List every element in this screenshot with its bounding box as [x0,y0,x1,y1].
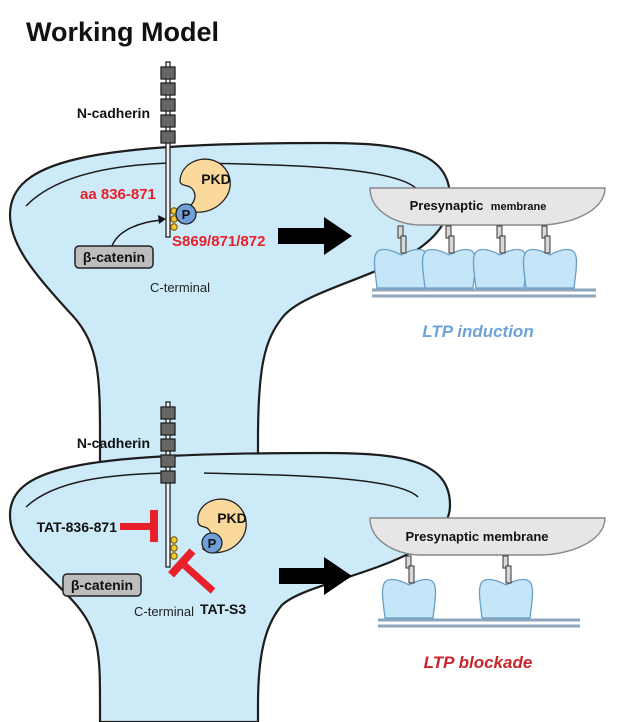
top-ncadherin-label: N-cadherin [77,105,150,121]
top-pkd-label: PKD [201,171,231,187]
bottom-spine-inner-membrane [25,472,419,508]
bottom-phosphosite-dots [170,536,178,560]
bottom-phospho-icon [201,532,223,554]
bottom-outcome-arrow [279,557,352,595]
bottom-pkd-shape [197,498,247,554]
top-outcome-arrow [278,217,352,255]
bottom-c-terminal-label: C-terminal [134,604,194,619]
top-sites-label: S869/871/872 [172,233,265,250]
top-binding-arrowhead [158,215,166,224]
bottom-beta-catenin-box [62,573,142,597]
figure-title: Working Model [26,17,219,47]
top-presynaptic-label-main: Presynaptic [410,198,484,213]
top-phospho-label: P [182,207,191,222]
top-panel: N-cadherin PKD P aa 836-871 S869/871/872… [8,61,606,472]
bottom-beta-catenin-label: β-catenin [71,577,133,593]
top-presynaptic-label: Presynaptic membrane [410,197,547,214]
top-outcome-label: LTP induction [422,322,533,341]
inhibitor-1-label: TAT-836-871 [37,519,118,535]
top-spine-inner-membrane [25,162,419,207]
top-pkd-shape [179,158,231,213]
bottom-ncadherin-label: N-cadherin [77,435,150,451]
bottom-phospho-label: P [208,536,217,551]
bottom-presynaptic-terminal [369,517,606,556]
bottom-pkd-label: PKD [217,510,247,526]
top-region-label: aa 836-871 [80,186,156,203]
top-ncadherin [160,61,176,238]
top-beta-catenin-label: β-catenin [83,249,145,265]
top-spine [8,141,452,472]
top-binding-arrow [111,219,163,247]
bottom-synapse [369,517,606,628]
inhibitor-2-label: TAT-S3 [200,601,246,617]
top-presynaptic-label-rest: membrane [491,201,547,213]
top-phospho-icon [175,203,197,225]
top-synapse [369,187,606,298]
inhibitor-tat-s3-symbol [168,548,216,594]
bottom-ncadherin [160,401,176,568]
top-c-terminal-label: C-terminal [150,280,210,295]
bottom-outcome-label: LTP blockade [424,653,533,672]
inhibitor-tat-836-871-symbol [120,510,158,542]
bottom-presynaptic-label: Presynaptic membrane [405,529,548,544]
top-beta-catenin-box [74,245,154,269]
top-presynaptic-terminal [369,187,606,226]
bottom-spine [8,451,452,722]
bottom-panel: N-cadherin PKD P TAT-836-871 TAT-S3 β-ca… [8,401,606,722]
